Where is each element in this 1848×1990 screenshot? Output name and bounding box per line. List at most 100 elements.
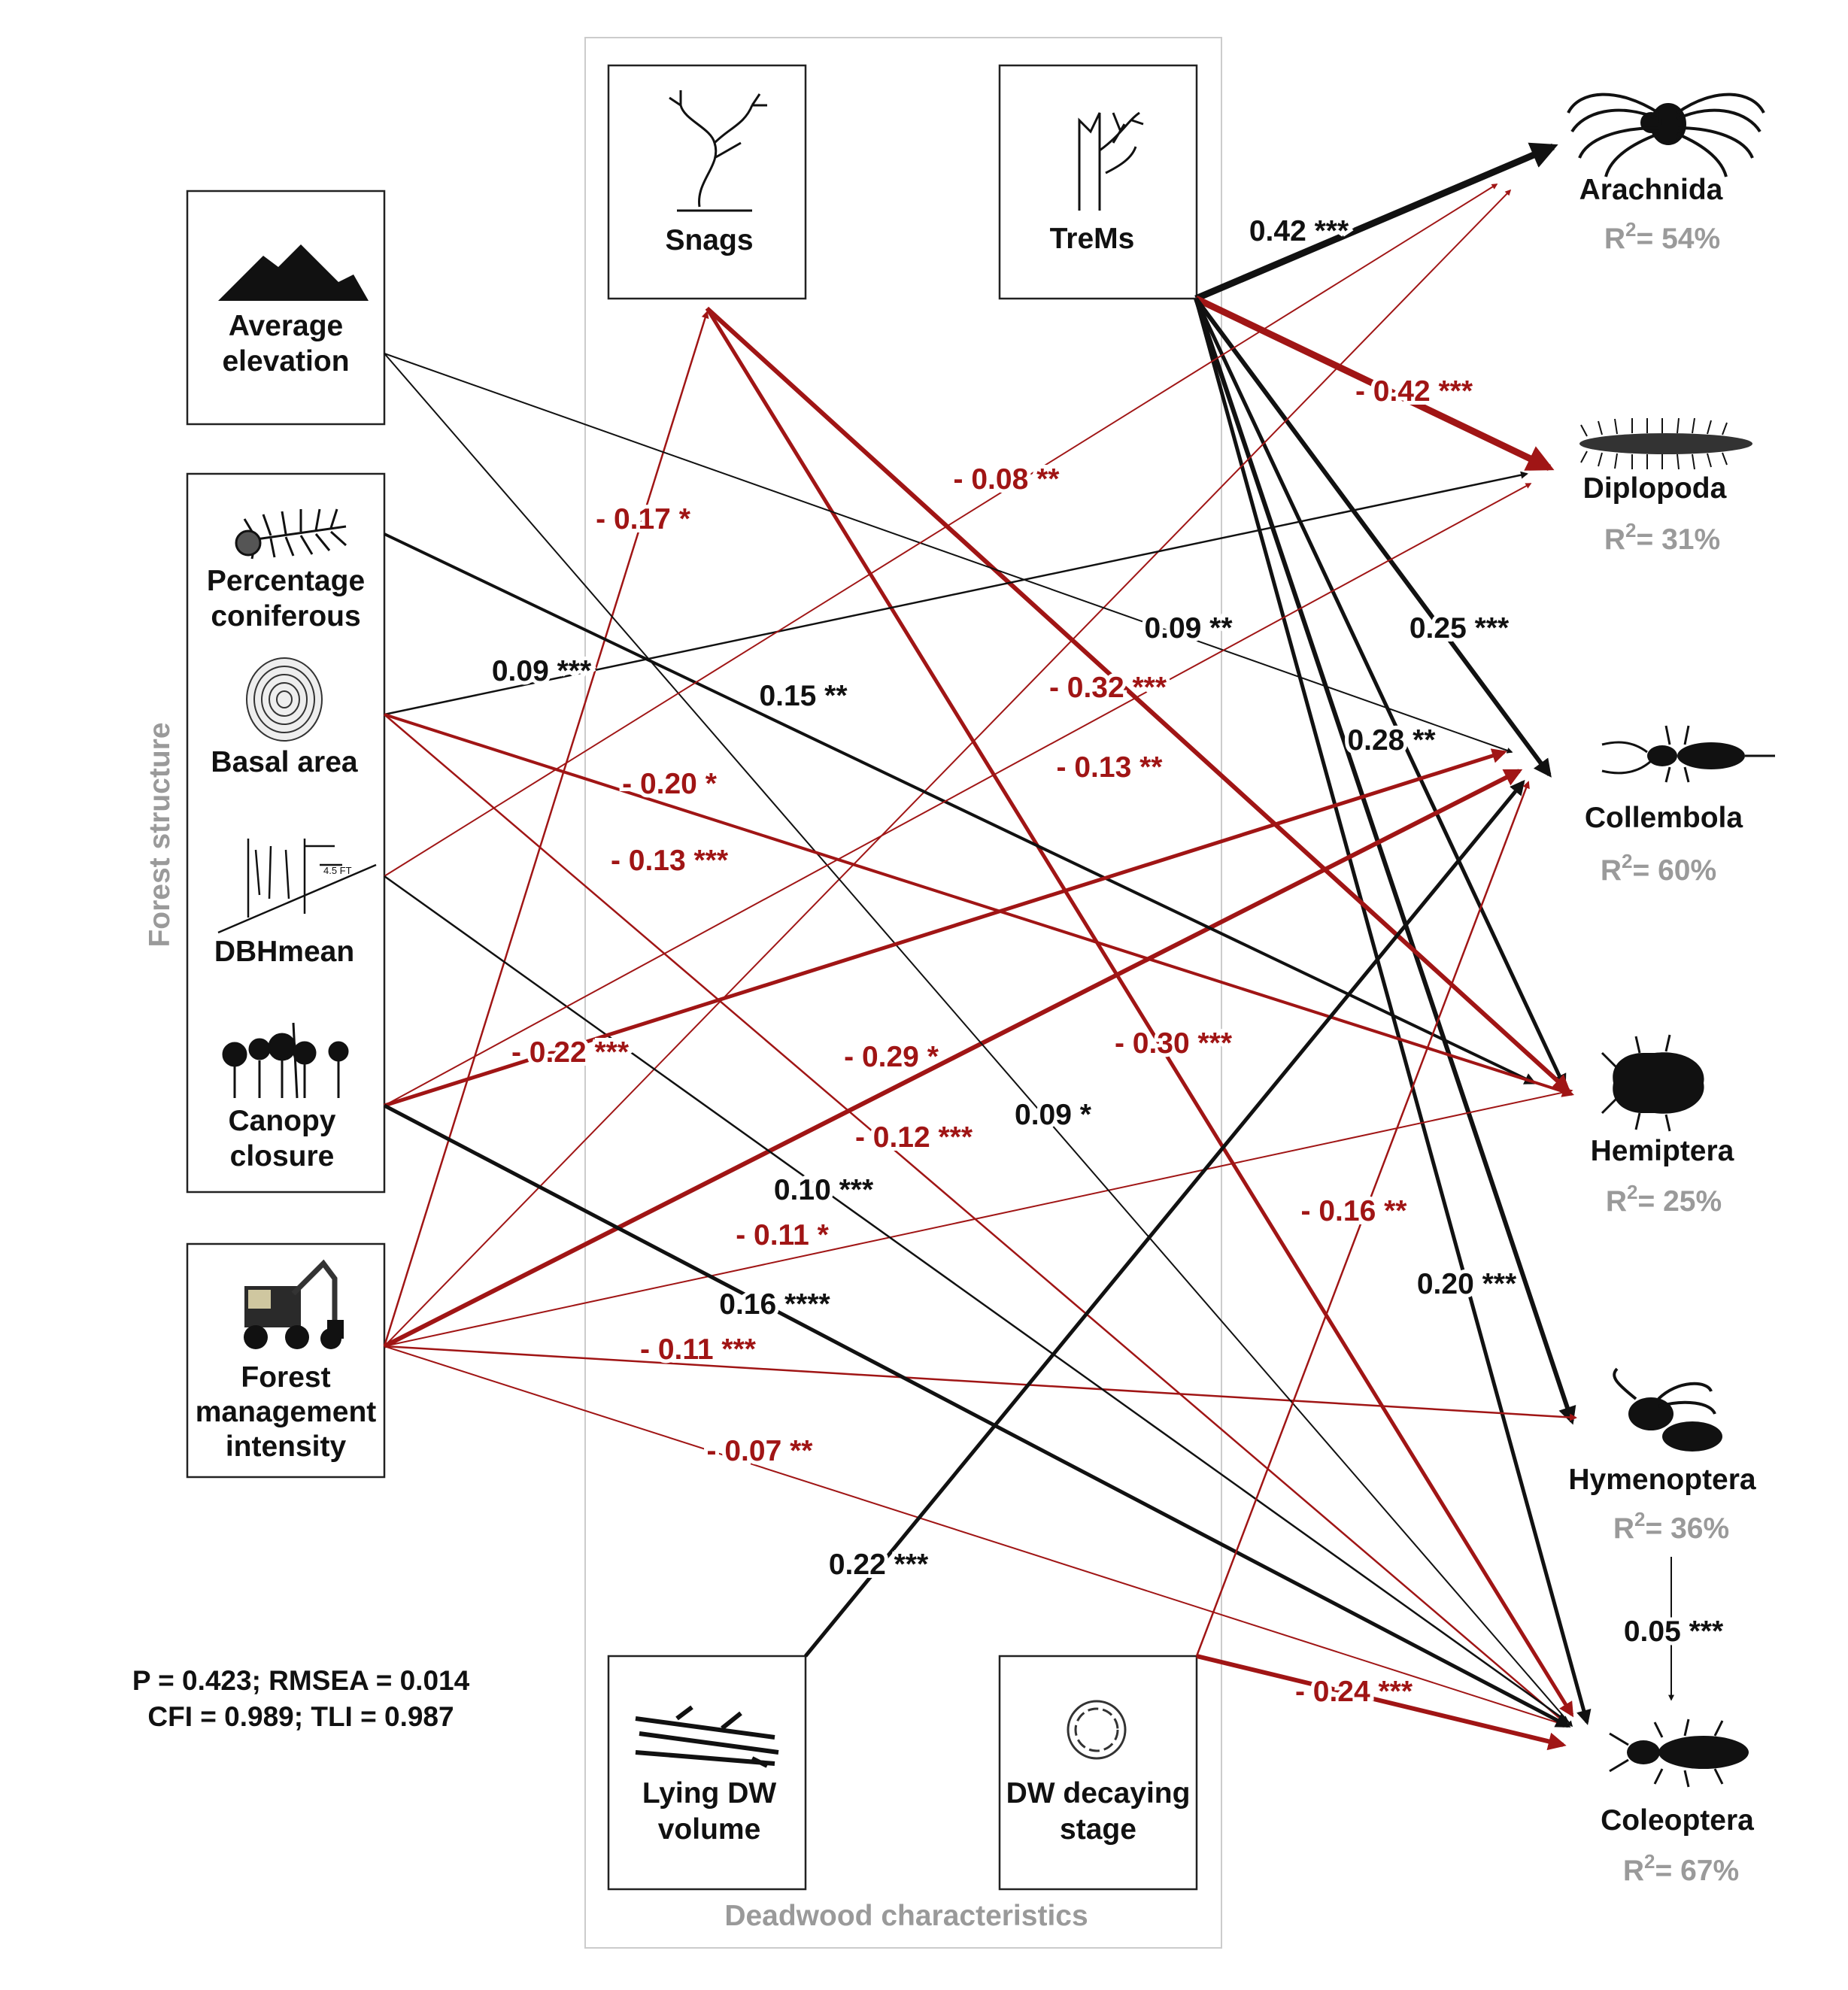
pine-branch-icon bbox=[235, 508, 347, 560]
coefficient-elevation-collembola: 0.09 ** bbox=[1144, 612, 1233, 645]
coefficient-trems-diplopoda: - 0.42 *** bbox=[1355, 375, 1473, 408]
decay-circle-icon bbox=[1067, 1700, 1127, 1760]
harvester-icon bbox=[244, 1259, 344, 1349]
coefficient-snags-coleoptera: - 0.30 *** bbox=[1115, 1027, 1233, 1060]
path-arrow-decay-collembola bbox=[1195, 781, 1530, 1657]
path-arrow-canopy-collembola bbox=[384, 748, 1507, 1108]
path-arrow-basal-coleoptera bbox=[384, 714, 1566, 1724]
coefficient-hymenoptera-coleoptera: 0.05 *** bbox=[1624, 1615, 1724, 1648]
path-arrow-dbh-coleoptera bbox=[384, 875, 1570, 1724]
fit-stats-line-2: CFI = 0.989; TLI = 0.987 bbox=[147, 1701, 454, 1732]
label-diplopoda: Diplopoda bbox=[1583, 472, 1727, 505]
coefficient-canopy-coleoptera: 0.16 **** bbox=[719, 1288, 830, 1321]
label-coleoptera: Coleoptera bbox=[1601, 1804, 1754, 1837]
coefficient-basal-coleoptera: - 0.13 *** bbox=[611, 845, 729, 877]
label-hymenoptera: Hymenoptera bbox=[1568, 1464, 1756, 1496]
svg-text:4.5 FT: 4.5 FT bbox=[323, 865, 352, 876]
path-arrow-fmi-hymenoptera bbox=[384, 1345, 1577, 1421]
deadwood-group-label: Deadwood characteristics bbox=[724, 1900, 1088, 1932]
path-arrow-trems-collembola bbox=[1194, 297, 1552, 778]
r2-collembola: R2= 60% bbox=[1601, 850, 1716, 887]
tree-trunk-icon: 4.5 FT bbox=[217, 839, 377, 934]
trees-icon bbox=[222, 1022, 349, 1099]
path-arrows bbox=[383, 142, 1674, 1751]
path-arrow-decay-coleoptera bbox=[1196, 1654, 1567, 1751]
mountain-icon bbox=[218, 244, 369, 301]
bug-icon bbox=[1601, 1034, 1704, 1132]
r2-hymenoptera: R2= 36% bbox=[1613, 1508, 1729, 1545]
coefficient-trems-hemiptera: 0.28 ** bbox=[1347, 724, 1436, 757]
coefficient-fmi-snags: - 0.17 * bbox=[596, 503, 691, 535]
path-arrow-trems-diplopoda bbox=[1194, 295, 1555, 472]
coefficient-fmi-coleoptera: - 0.07 ** bbox=[707, 1435, 814, 1467]
coefficient-lying-collembola: 0.22 *** bbox=[829, 1549, 929, 1581]
coefficient-canopy-diplopoda: - 0.13 ** bbox=[1057, 751, 1164, 784]
path-arrow-trems-arachnida bbox=[1194, 142, 1558, 302]
path-arrow-basal-hemiptera bbox=[384, 713, 1575, 1097]
label-basal: Basal area bbox=[211, 746, 357, 778]
wasp-icon bbox=[1613, 1367, 1722, 1452]
coefficient-basal-coleoptera: - 0.12 *** bbox=[855, 1121, 973, 1154]
box-snags bbox=[607, 64, 807, 300]
box-decay bbox=[998, 1655, 1198, 1891]
path-arrow-snags-hemiptera bbox=[705, 306, 1571, 1094]
logs-icon bbox=[635, 1705, 779, 1768]
beetle-icon bbox=[1609, 1718, 1749, 1788]
coefficient-trems-collembola: 0.25 *** bbox=[1410, 612, 1510, 645]
path-arrow-lying-collembola bbox=[804, 779, 1525, 1658]
path-coefficients: 0.42 *** - 0.42 *** 0.25 *** 0.28 ** 0.20 **… bbox=[488, 211, 1728, 1712]
path-arrow-canopy-diplopoda bbox=[384, 483, 1532, 1106]
model-fit-stats: P = 0.423; RMSEA = 0.014 CFI = 0.989; TL… bbox=[132, 1665, 470, 1732]
taxa-labels: Arachnida R2= 54% Diplopoda R2= 31% Coll… bbox=[1568, 174, 1756, 1887]
spider-icon bbox=[1567, 93, 1765, 177]
coefficient-dbh-coleoptera: 0.10 *** bbox=[774, 1174, 874, 1206]
coefficient-basal-diplopoda: 0.09 *** bbox=[492, 655, 592, 687]
label-trems: TreMs bbox=[1050, 223, 1135, 255]
path-arrow-trems-hymenoptera bbox=[1194, 298, 1576, 1425]
label-arachnida: Arachnida bbox=[1579, 174, 1723, 206]
path-arrow-fmi-snags bbox=[383, 311, 709, 1347]
coefficient-canopy-collembola: - 0.22 *** bbox=[511, 1036, 630, 1069]
forest-structure-group-label: Forest structure bbox=[144, 722, 176, 947]
r2-coleoptera: R2= 67% bbox=[1623, 1850, 1739, 1887]
springtail-icon bbox=[1601, 725, 1775, 783]
path-arrow-elevation-coleoptera bbox=[384, 353, 1573, 1728]
path-arrow-trems-hemiptera bbox=[1194, 297, 1567, 1090]
deadwood-panel bbox=[584, 37, 1222, 1949]
broken-trunk-icon bbox=[1078, 111, 1144, 211]
path-arrow-basal-diplopoda bbox=[384, 471, 1528, 716]
coefficient-coniferous-hemiptera: 0.15 ** bbox=[759, 680, 848, 712]
millipede-icon bbox=[1579, 417, 1752, 470]
path-arrow-snags-coleoptera bbox=[705, 307, 1574, 1718]
coefficient-basal-hemiptera: - 0.20 * bbox=[622, 768, 718, 800]
coefficient-decay-coleoptera: - 0.24 *** bbox=[1295, 1676, 1413, 1708]
coefficient-snags-hemiptera: - 0.32 *** bbox=[1049, 672, 1167, 704]
coefficient-fmi-collembola: - 0.29 * bbox=[844, 1041, 939, 1073]
label-hemiptera: Hemiptera bbox=[1591, 1135, 1734, 1167]
path-arrow-coniferous-hemiptera bbox=[384, 532, 1537, 1084]
path-arrow-trems-coleoptera bbox=[1194, 298, 1592, 1725]
r2-diplopoda: R2= 31% bbox=[1604, 519, 1720, 556]
path-arrow-fmi-arachnida bbox=[384, 189, 1512, 1347]
label-dbh: DBHmean bbox=[214, 936, 354, 968]
box-forest-structure bbox=[186, 472, 386, 1194]
box-lying bbox=[607, 1655, 807, 1891]
path-arrow-fmi-collembola bbox=[383, 769, 1523, 1348]
coefficient-fmi-arachnida: - 0.08 ** bbox=[954, 463, 1061, 496]
box-elevation bbox=[186, 190, 386, 426]
path-arrow-fmi-hemiptera bbox=[384, 1088, 1573, 1347]
box-fmi bbox=[186, 1242, 386, 1479]
coefficient-trems-arachnida: 0.42 *** bbox=[1249, 215, 1349, 247]
coefficient-decay-collembola: - 0.16 ** bbox=[1301, 1195, 1408, 1227]
coefficient-fmi-hemiptera: - 0.11 * bbox=[736, 1219, 829, 1251]
r2-hemiptera: R2= 25% bbox=[1606, 1181, 1722, 1218]
label-collembola: Collembola bbox=[1585, 802, 1743, 834]
coefficient-trems-hymenoptera: 0.20 *** bbox=[1417, 1268, 1517, 1300]
dead-tree-icon bbox=[669, 90, 767, 212]
